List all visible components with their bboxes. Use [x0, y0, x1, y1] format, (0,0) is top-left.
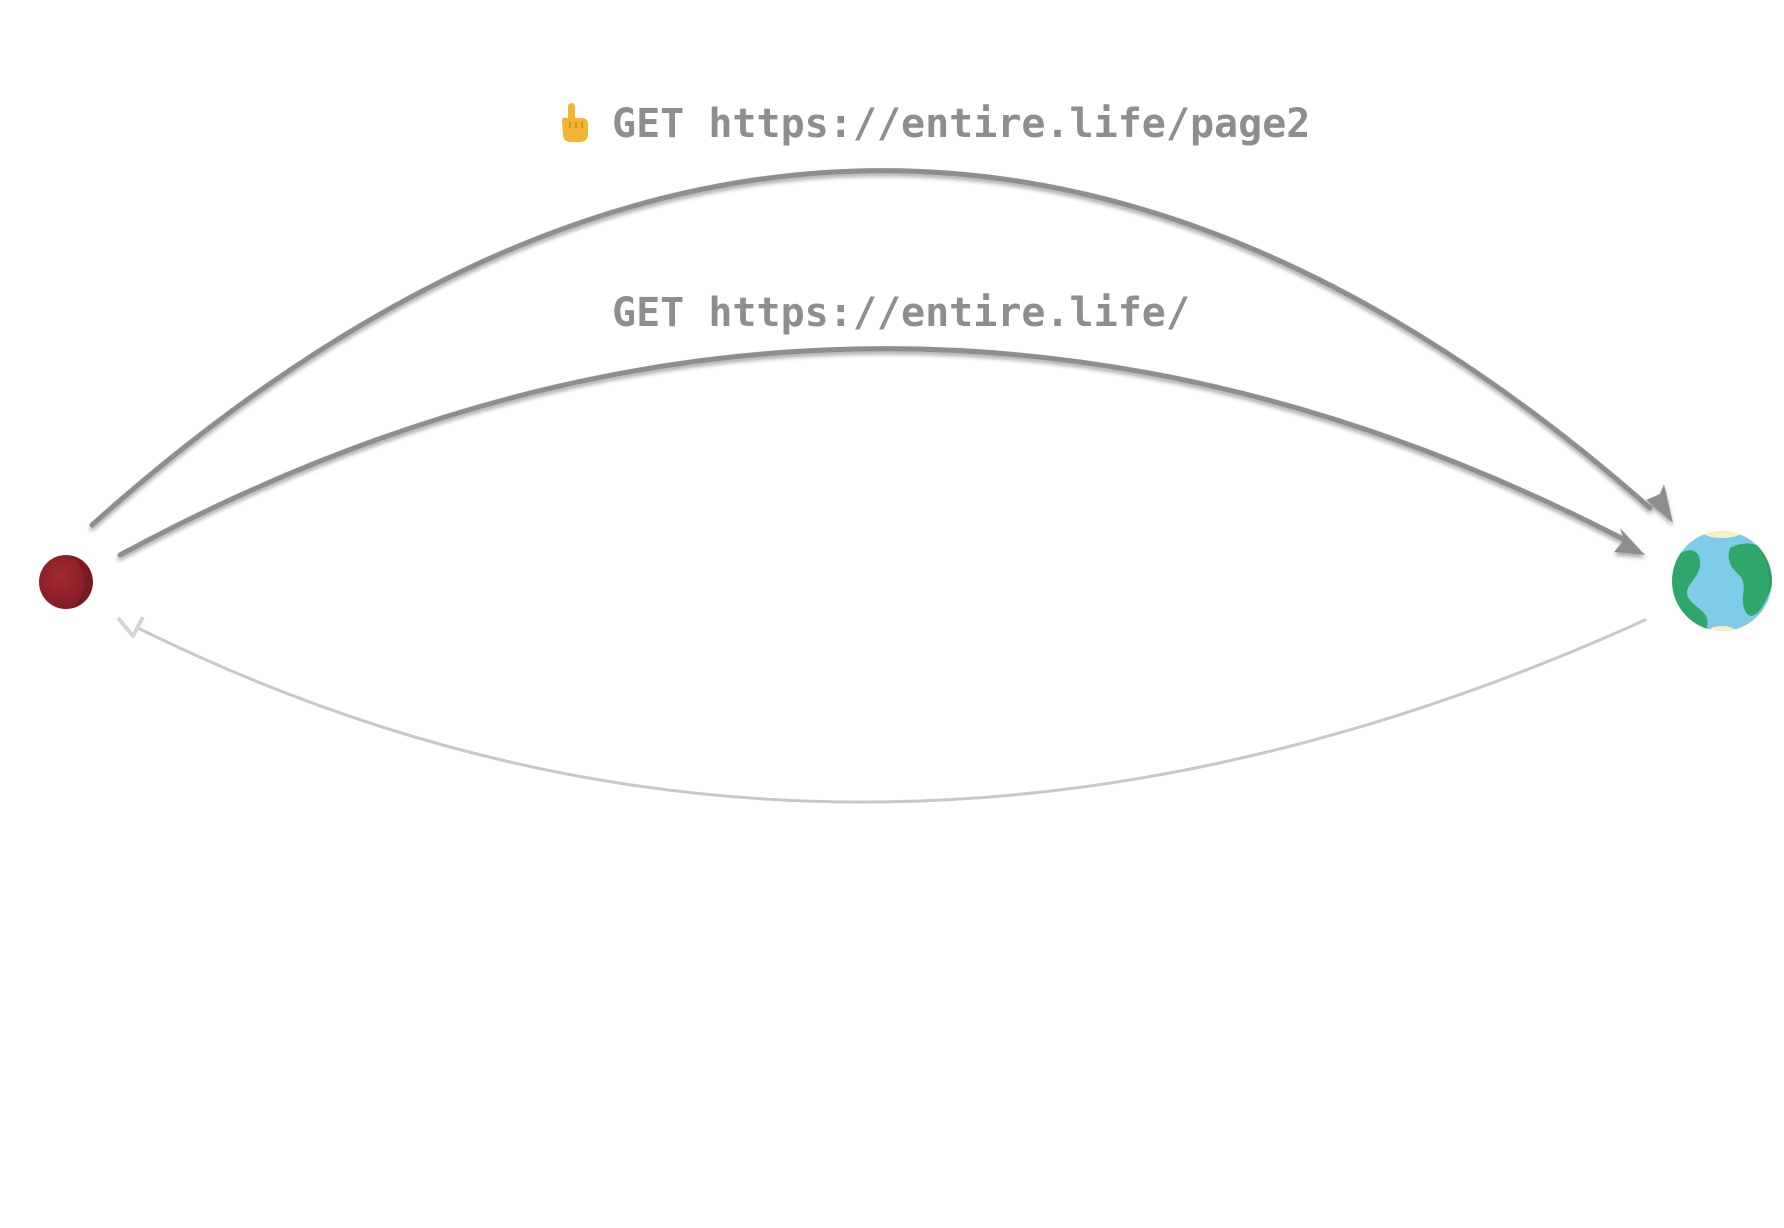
red-planet-icon — [39, 555, 93, 609]
arrowhead-page2 — [1646, 484, 1673, 523]
response-arrowhead — [116, 616, 145, 638]
request-label-root: GET https://entire.life/ — [612, 290, 1190, 336]
request-arrow-page2 — [89, 168, 1673, 528]
request-label-page2-group: GET https://entire.life/page2 — [561, 101, 1310, 147]
response-arrow — [116, 616, 1647, 804]
request-arc-root — [117, 346, 1628, 558]
request-label-page2: GET https://entire.life/page2 — [612, 101, 1310, 147]
response-arc — [136, 618, 1647, 804]
earth-globe-icon — [1672, 531, 1772, 631]
server-node — [1672, 531, 1772, 631]
planet-shading — [66, 556, 92, 608]
client-node — [39, 555, 93, 609]
request-arrow-root — [117, 346, 1645, 558]
arrowhead-root — [1614, 528, 1645, 555]
pointing-finger-icon — [561, 103, 588, 142]
request-arc-page2 — [89, 168, 1653, 528]
